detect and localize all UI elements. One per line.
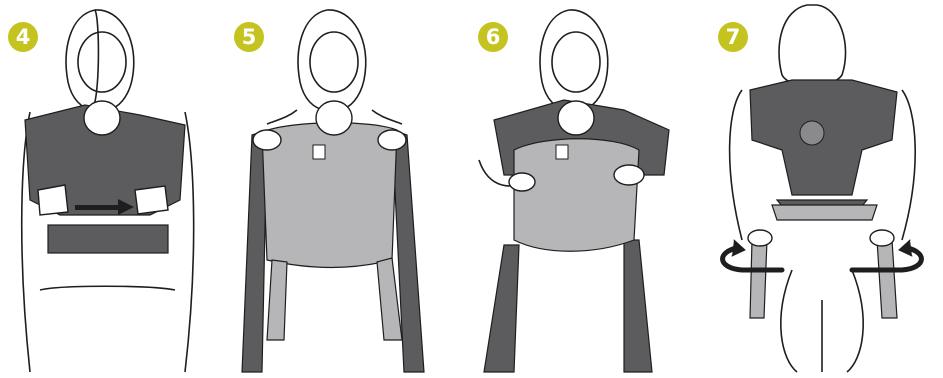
baby-head	[316, 101, 352, 135]
step-4-illustration	[0, 0, 230, 378]
step-7-panel: 7	[712, 0, 943, 378]
step-4-panel: 4	[0, 0, 230, 378]
wrap-light	[514, 139, 639, 252]
hands	[748, 230, 894, 246]
logo-patch-icon	[800, 121, 824, 145]
wrap-light	[750, 205, 897, 318]
wrap-dark	[750, 80, 897, 212]
step-6-illustration	[474, 0, 704, 378]
step-5-panel: 5	[232, 0, 462, 378]
baby-head	[84, 101, 120, 135]
baby-head	[558, 101, 594, 135]
wrap-light	[262, 123, 402, 340]
carrier-label-icon	[556, 145, 568, 159]
carrier-label-icon	[313, 145, 325, 159]
step-5-illustration	[232, 0, 462, 378]
step-7-illustration	[712, 0, 943, 378]
step-6-panel: 6	[474, 0, 704, 378]
